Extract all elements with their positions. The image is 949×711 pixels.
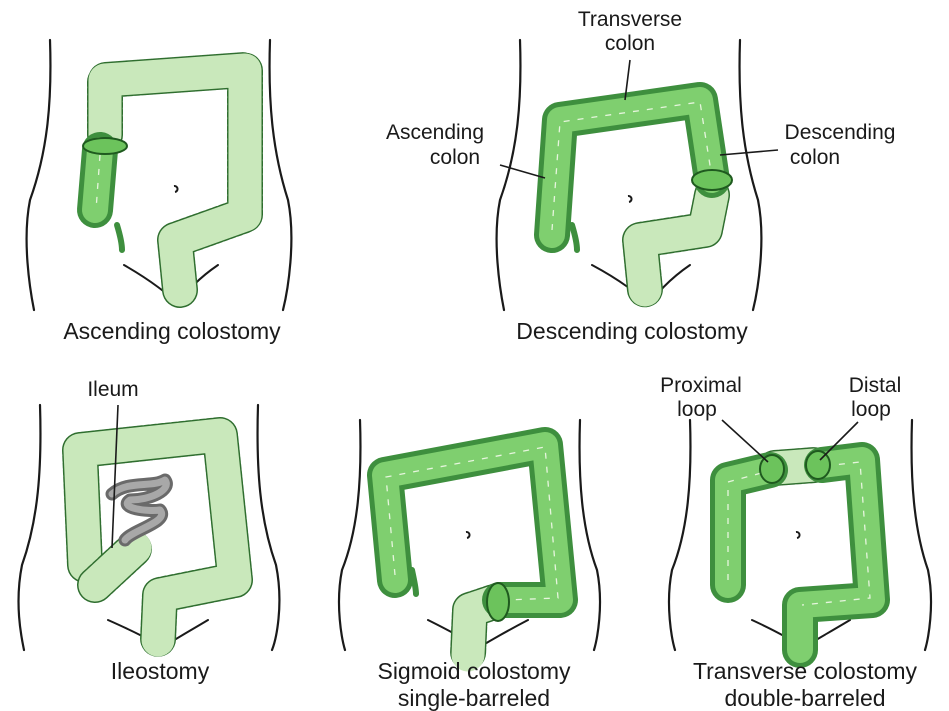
label-ascending-colon: colon — [430, 146, 480, 169]
panel-sigmoid-colostomy: Sigmoid colostomy single-barreled — [339, 420, 600, 711]
stoma — [487, 583, 509, 621]
label-ileum: Ileum — [87, 378, 138, 401]
pointer-proximal-loop — [722, 420, 768, 462]
label-transverse-colon: colon — [605, 32, 655, 55]
caption-descending-colostomy: Descending colostomy — [516, 318, 748, 344]
caption-sigmoid-colostomy: single-barreled — [398, 685, 550, 711]
colon — [552, 100, 732, 290]
navel — [174, 186, 178, 192]
stoma-proximal — [760, 455, 784, 483]
pointer-ileum — [112, 405, 118, 548]
caption-sigmoid-colostomy: Sigmoid colostomy — [377, 658, 571, 684]
stoma-distal — [806, 451, 830, 479]
label-proximal-loop: loop — [677, 398, 717, 421]
navel — [466, 532, 470, 538]
panel-descending-colostomy: Transverse colon Ascending colon Descend… — [386, 8, 895, 344]
label-descending-colon: colon — [790, 146, 840, 169]
small-intestine-ileum — [112, 480, 166, 540]
panel-ascending-colostomy: Ascending colostomy — [27, 40, 292, 344]
label-distal-loop: Distal — [849, 374, 902, 397]
stoma — [83, 138, 127, 154]
label-descending-colon: Descending — [785, 121, 896, 144]
label-ascending-colon: Ascending — [386, 121, 484, 144]
colon — [80, 435, 235, 640]
caption-ascending-colostomy: Ascending colostomy — [63, 318, 281, 344]
navel — [796, 532, 800, 538]
pointer-descending-colon — [720, 150, 778, 155]
label-proximal-loop: Proximal — [660, 374, 742, 397]
colon — [385, 445, 560, 655]
stoma — [692, 170, 732, 190]
caption-transverse-colostomy: double-barreled — [724, 685, 885, 711]
caption-transverse-colostomy: Transverse colostomy — [693, 658, 918, 684]
panel-ileostomy: Ileum Ileostomy — [19, 378, 280, 684]
caption-ileostomy: Ileostomy — [111, 658, 210, 684]
label-transverse-colon: Transverse — [578, 8, 682, 31]
colon — [83, 70, 245, 290]
navel — [628, 196, 632, 202]
label-distal-loop: loop — [851, 398, 891, 421]
panel-transverse-colostomy: Proximal loop Distal loop Transverse col… — [660, 374, 931, 711]
